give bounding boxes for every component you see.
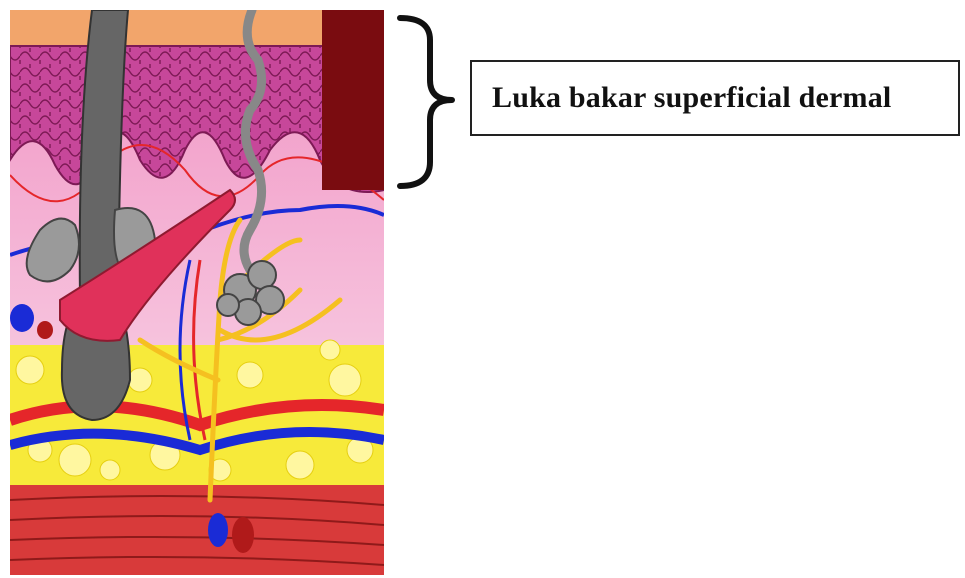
artery-section-left [37,321,53,339]
bracket-icon [400,18,452,186]
vein-section-bottom [208,513,228,547]
skin-layers [10,10,384,578]
muscle-layer [10,485,384,578]
artery-section-bottom [232,517,254,553]
burn-label-box: Luka bakar superficial dermal [470,60,960,136]
burn-depth-marker [322,10,384,190]
burn-label-text: Luka bakar superficial dermal [492,81,891,115]
vein-section-left [10,304,34,332]
